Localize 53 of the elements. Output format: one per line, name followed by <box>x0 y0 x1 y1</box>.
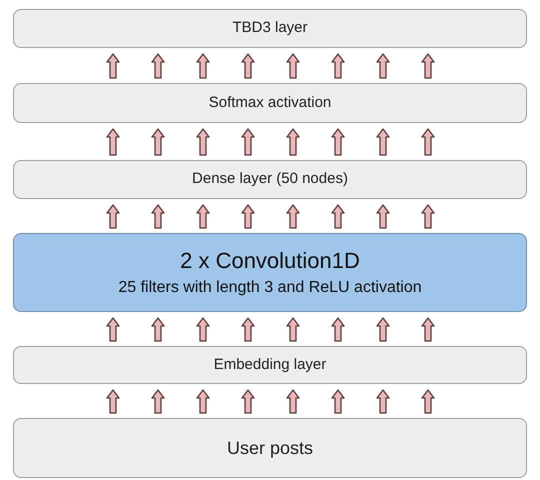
block-arrow <box>421 53 435 79</box>
block-arrow <box>286 128 300 156</box>
block-arrow <box>196 204 210 229</box>
block-arrow <box>421 128 435 156</box>
block-arrow <box>241 53 255 79</box>
block-arrow <box>106 317 120 342</box>
block-arrow <box>286 389 300 414</box>
block-arrow <box>376 53 390 79</box>
layer-description: 25 filters with length 3 and ReLU activation <box>118 278 422 298</box>
block-arrow <box>151 389 165 414</box>
block-arrow <box>106 389 120 414</box>
layer-label: Softmax activation <box>208 92 332 113</box>
highlighted-layer-box <box>13 233 527 312</box>
block-arrow <box>376 128 390 156</box>
block-arrow <box>196 128 210 156</box>
block-arrow <box>196 317 210 342</box>
block-arrow <box>286 53 300 79</box>
block-arrow <box>331 204 345 229</box>
block-arrow <box>106 53 120 79</box>
block-arrow <box>421 317 435 342</box>
layer-box <box>13 418 527 478</box>
layer-label: User posts <box>226 436 314 460</box>
block-arrow <box>106 128 120 156</box>
block-arrow <box>286 204 300 229</box>
block-arrow <box>376 317 390 342</box>
block-arrow <box>376 389 390 414</box>
layer-label: Embedding layer <box>214 354 326 375</box>
block-arrow <box>331 128 345 156</box>
layer-box <box>13 83 527 123</box>
block-arrow <box>421 204 435 229</box>
block-arrow <box>106 204 120 229</box>
block-arrow <box>241 204 255 229</box>
block-arrow <box>421 389 435 414</box>
block-arrow <box>241 317 255 342</box>
layer-label: Dense layer (50 nodes) <box>192 169 348 190</box>
layer-label: TBD3 layer <box>232 18 308 38</box>
block-arrow <box>241 389 255 414</box>
block-arrow <box>151 204 165 229</box>
block-arrow <box>286 317 300 342</box>
block-arrow <box>196 53 210 79</box>
block-arrow <box>151 128 165 156</box>
layer-box <box>13 9 527 48</box>
block-arrow <box>241 128 255 156</box>
block-arrow <box>151 53 165 79</box>
layer-box <box>13 160 527 199</box>
block-arrow <box>331 53 345 79</box>
block-arrow <box>331 389 345 414</box>
block-arrow <box>196 389 210 414</box>
block-arrow <box>376 204 390 229</box>
block-arrow <box>151 317 165 342</box>
layer-title: 2 x Convolution1D <box>180 246 360 274</box>
block-arrow <box>331 317 345 342</box>
layer-box <box>13 346 527 384</box>
